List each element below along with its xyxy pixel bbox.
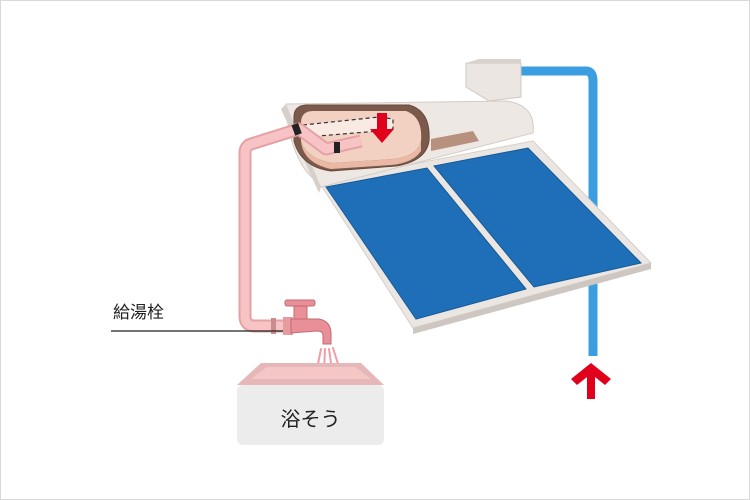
- solar-panel-right: [433, 147, 642, 288]
- faucet: [283, 299, 332, 345]
- faucet-label: 給湯栓: [113, 303, 164, 323]
- up-arrow-icon: [571, 363, 611, 399]
- hot-water-pipe: [238, 122, 363, 334]
- solar-panel-left: [325, 167, 527, 320]
- bathtub-label: 浴そう: [280, 407, 341, 431]
- solar-panel: [318, 140, 652, 334]
- bathtub: [237, 363, 384, 445]
- pipe-junction-box: [465, 59, 522, 102]
- down-arrow-icon: [370, 113, 394, 143]
- cold-water-pipe: [521, 66, 598, 356]
